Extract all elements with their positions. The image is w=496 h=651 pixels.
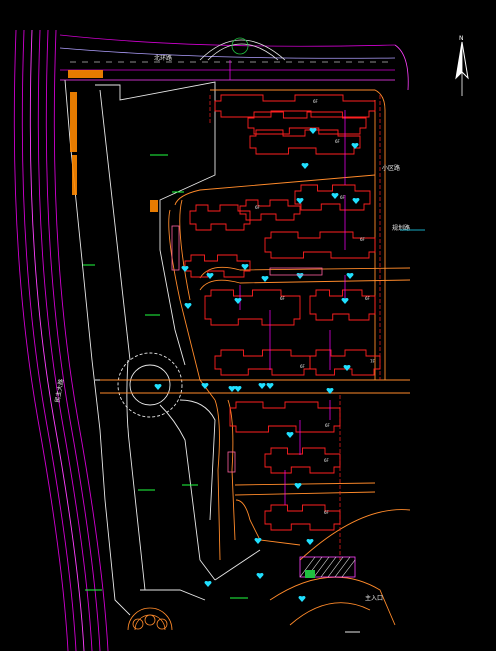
tree-icon: [228, 386, 236, 392]
tree-icon: [296, 198, 304, 204]
residential-building: [184, 254, 251, 278]
tree-icon: [254, 538, 262, 544]
tree-icon: [201, 383, 209, 389]
tree-icon: [294, 483, 302, 489]
tree-icon: [301, 163, 309, 169]
tree-icon: [261, 276, 269, 282]
floor-label: 6F: [280, 296, 286, 301]
entrance-gate: [299, 556, 356, 578]
north-road-lines: [59, 34, 409, 91]
tree-icon: [241, 264, 249, 270]
west-road-line: [29, 29, 85, 651]
floor-label: 6F: [324, 458, 330, 463]
floor-label: 7F: [370, 359, 376, 364]
tree-icon: [296, 273, 304, 279]
residential-building: [264, 504, 341, 531]
west-road-line: [21, 29, 77, 651]
tree-icon: [258, 383, 266, 389]
residential-building: [214, 349, 311, 376]
residential-building: [204, 289, 301, 326]
tree-icon: [351, 143, 359, 149]
floor-label: 6F: [360, 237, 366, 242]
floor-label: 6F: [340, 195, 346, 200]
tree-icon: [341, 298, 349, 304]
west-road-lines: [13, 29, 109, 651]
tree-icon: [266, 383, 274, 389]
residential-building: [264, 231, 376, 259]
tree-icon: [286, 432, 294, 438]
roundabout-icon: [117, 352, 183, 418]
residential-building: [239, 199, 301, 221]
fountain-icon: [127, 607, 173, 631]
tree-icon: [343, 365, 351, 371]
residential-building: [309, 349, 381, 376]
residential-building: [247, 111, 367, 135]
tree-icon: [346, 273, 354, 279]
tree-icon: [256, 573, 264, 579]
tree-icon: [331, 193, 339, 199]
floor-label: 6F: [325, 423, 331, 428]
tree-icon: [298, 596, 306, 602]
mid-road-label: 小区路: [382, 164, 400, 172]
floor-label: 6F: [365, 296, 371, 301]
east-road-label: 规划路: [392, 224, 410, 232]
floor-label: 6F: [255, 205, 261, 210]
tree-icon: [234, 386, 242, 392]
parcel-boundaries: [64, 79, 261, 616]
residential-building: [264, 447, 341, 474]
north-letter: N: [459, 35, 464, 42]
tree-icon: [206, 273, 214, 279]
west-road-label: 民主大路: [53, 378, 65, 403]
residential-buildings: [184, 94, 381, 531]
floor-label: 6F: [300, 364, 306, 369]
tree-icon: [326, 388, 334, 394]
floor-label: 6F: [313, 99, 319, 104]
floor-labels: 6F 6F 6F 6F 6F 6F 6F 6F 7F 6F 6F 6F: [255, 99, 376, 515]
north-road-label: 北环路: [154, 54, 172, 62]
west-road-line: [13, 29, 69, 651]
tree-icon: [352, 198, 360, 204]
residential-building: [249, 129, 361, 155]
west-road-line: [37, 29, 93, 651]
tree-markers: [154, 128, 360, 602]
tree-icon: [306, 539, 314, 545]
internal-roads: [100, 89, 411, 626]
residential-building: [294, 184, 371, 211]
dimension-lines: [229, 60, 346, 505]
tree-icon: [309, 128, 317, 134]
tree-icon: [184, 303, 192, 309]
hatched-areas: [68, 70, 356, 578]
residential-building: [229, 401, 341, 433]
floor-label: 6F: [335, 139, 341, 144]
residential-building: [189, 204, 251, 231]
west-road-line: [53, 29, 109, 651]
tree-icon: [154, 384, 162, 390]
tree-icon: [234, 298, 242, 304]
tree-icon: [181, 266, 189, 272]
residential-building: [214, 94, 376, 118]
tree-icon: [204, 581, 212, 587]
residential-building: [309, 289, 376, 321]
entrance-label: 主入口: [365, 594, 383, 602]
west-road-line: [45, 29, 101, 651]
green-area-markers: [83, 154, 248, 599]
setback-lines: [209, 95, 381, 560]
north-arrow-icon: N: [455, 35, 469, 96]
floor-label: 6F: [324, 510, 330, 515]
